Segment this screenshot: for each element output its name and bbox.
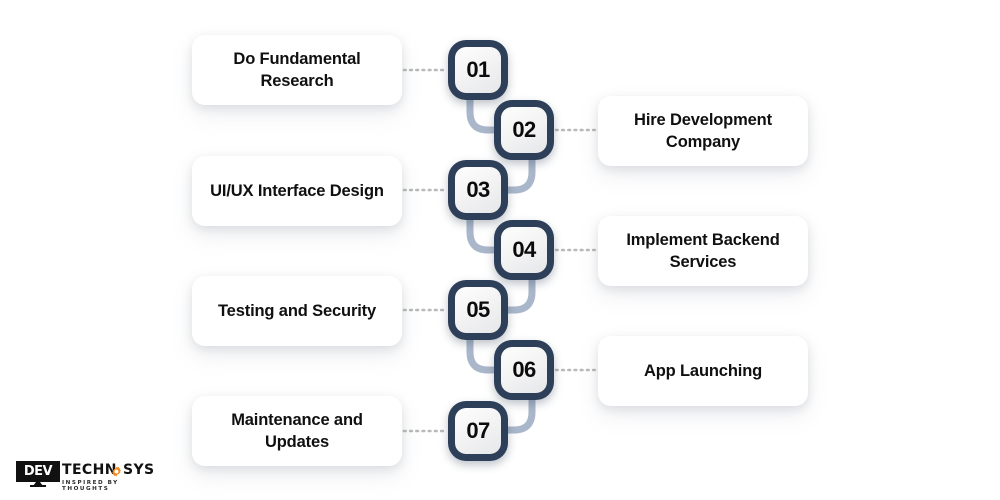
step-badge-number: 02	[512, 117, 536, 142]
logo-monitor-stand-icon	[33, 482, 43, 486]
step-badge-number: 05	[466, 297, 490, 322]
step-badge-number: 06	[512, 357, 536, 382]
step-card[interactable]: App Launching	[598, 336, 808, 406]
logo-tagline: INSPIRED BY THOUGHTS	[62, 480, 119, 492]
step-card[interactable]: Implement Backend Services	[598, 216, 808, 286]
step-card[interactable]: Do Fundamental Research	[192, 35, 402, 105]
logo-wordmark-part-1: TECHN	[62, 462, 117, 478]
step-badge-number: 01	[466, 57, 490, 82]
step-badge-inner: 03	[455, 167, 501, 213]
step-badge-number: 07	[466, 418, 490, 443]
step-badge-inner: 04	[501, 227, 547, 273]
step-card[interactable]: UI/UX Interface Design	[192, 156, 402, 226]
step-card-label: Do Fundamental Research	[233, 49, 361, 90]
step-card[interactable]: Maintenance and Updates	[192, 396, 402, 466]
step-badge[interactable]: 02	[494, 100, 554, 160]
step-card-label: App Launching	[643, 361, 763, 380]
step-badge-inner: 06	[501, 347, 547, 393]
step-card-label: UI/UX Interface Design	[210, 181, 384, 200]
step-badge[interactable]: 06	[494, 340, 554, 400]
step-card[interactable]: Hire Development Company	[598, 96, 808, 166]
logo-monitor-icon: DEV	[16, 461, 60, 482]
step-badge-inner: 01	[455, 47, 501, 93]
step-badge-inner: 05	[455, 287, 501, 333]
step-badge-inner: 02	[501, 107, 547, 153]
step-badge[interactable]: 01	[448, 40, 508, 100]
step-card[interactable]: Testing and Security	[192, 276, 402, 346]
step-card-label: Hire Development Company	[634, 110, 772, 151]
step-badge[interactable]: 05	[448, 280, 508, 340]
logo-wordmark-part-2: SYS	[123, 462, 155, 478]
step-card-label: Implement Backend Services	[626, 230, 780, 271]
step-badge-number: 03	[466, 177, 490, 202]
step-badge-inner: 07	[455, 408, 501, 454]
step-badge[interactable]: 07	[448, 401, 508, 461]
logo-monitor-base-icon	[30, 485, 46, 487]
step-badge[interactable]: 03	[448, 160, 508, 220]
step-badge[interactable]: 04	[494, 220, 554, 280]
devtechnosys-logo: DEV TECHN SYS INSPIRED BY THOUGHTS	[16, 461, 154, 492]
logo-mark-text: DEV	[23, 464, 53, 479]
step-badge-number: 04	[512, 237, 536, 262]
gear-icon	[112, 466, 121, 477]
step-card-label: Maintenance and Updates	[231, 410, 363, 451]
step-card-label: Testing and Security	[217, 301, 377, 320]
